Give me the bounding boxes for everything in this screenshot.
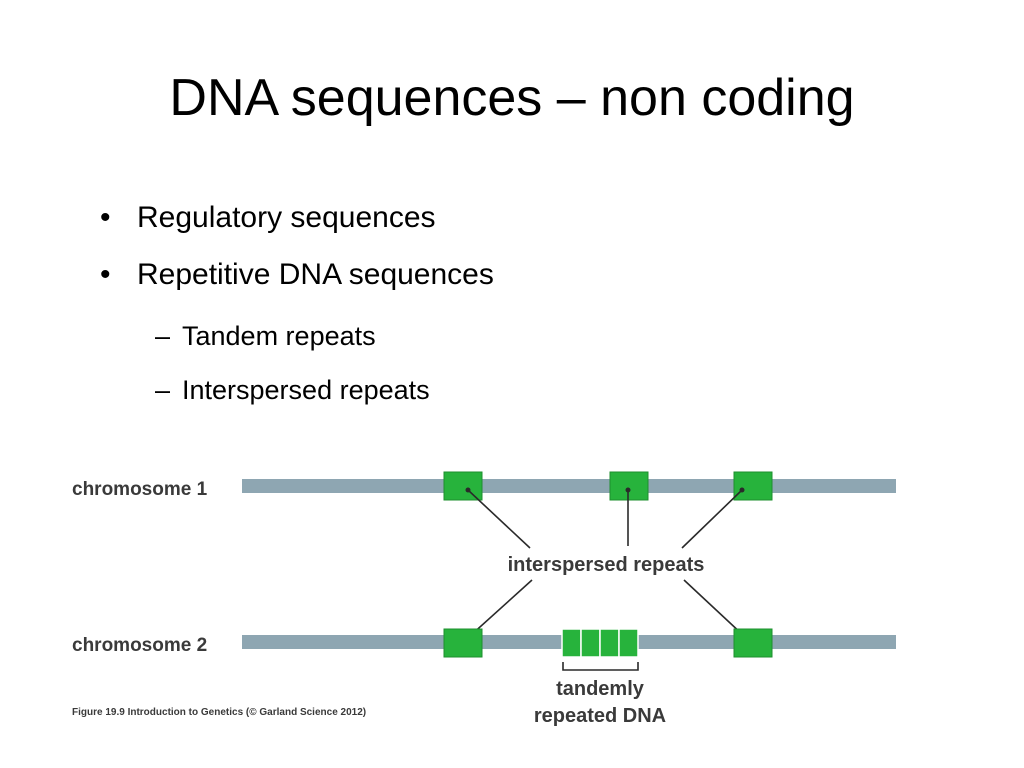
interspersed-repeat-block [443,471,483,501]
sub-bullet-marker: – [155,375,171,405]
slide-title: DNA sequences – non coding [169,69,855,127]
interspersed-repeat-block [733,471,773,501]
interspersed-repeat-block [609,471,649,501]
bullet-marker: • [100,258,111,291]
bullet-list: • Regulatory sequences • Repetitive DNA … [100,200,494,314]
tandem-bracket [562,662,639,671]
pointer-line [681,489,743,549]
interspersed-repeat-block [733,628,773,658]
interspersed-repeats-label: interspersed repeats [508,554,705,576]
pointer-line [467,489,531,549]
figure-caption: Figure 19.9 Introduction to Genetics (© … [72,707,366,718]
pointer-dot [739,487,745,493]
bullet-marker: • [100,201,111,234]
tandem-repeat-unit [599,628,620,658]
tandem-repeat-unit [580,628,601,658]
chromosome-2-label: chromosome 2 [72,635,207,656]
bullet-text: Repetitive DNA sequences [137,258,494,291]
sub-bullet-text: Interspersed repeats [182,375,430,405]
sub-bullet-text: Tandem repeats [182,321,376,351]
repeat-diagram: chromosome 1 interspersed repeats chromo… [72,471,896,727]
pointer-dot [465,487,471,493]
bullet-item: • Regulatory sequences [100,200,494,236]
pointer-line [469,579,533,637]
bullet-text: Regulatory sequences [137,201,436,234]
pointer-dot [625,487,631,493]
sub-bullet-marker: – [155,321,171,351]
pointer-lines [467,489,745,637]
bullet-item: • Repetitive DNA sequences [100,257,494,293]
chromosome-1-label: chromosome 1 [72,479,208,500]
interspersed-repeat-block [443,628,483,658]
pointer-line [683,579,745,637]
tandem-repeat-unit [561,628,582,658]
tandem-repeat-group [561,628,639,658]
chromosome-1-bar [242,479,896,493]
tandem-label-line-2: repeated DNA [534,705,666,727]
tandem-repeat-unit [618,628,639,658]
tandem-label-line-1: tandemly [556,678,645,700]
